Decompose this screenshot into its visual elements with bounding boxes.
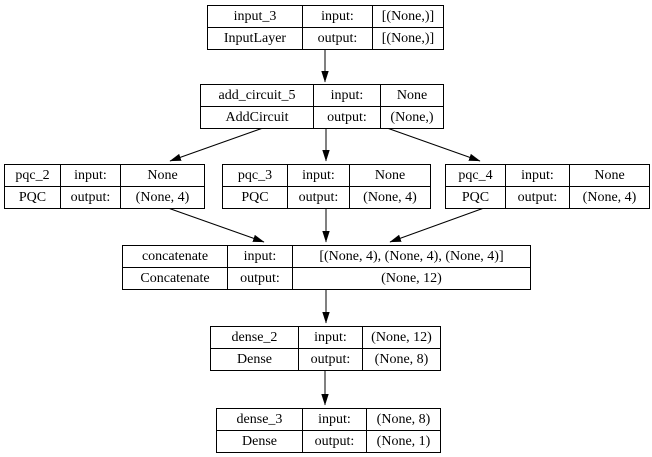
edge-pqc_2-concatenate: [167, 207, 265, 243]
input-label-cell: input:: [60, 164, 121, 187]
input-shape-cell: None: [349, 164, 431, 187]
layer-class-cell: Dense: [216, 430, 303, 453]
output-shape-cell: [(None,)]: [372, 27, 444, 50]
output-shape-cell: (None, 12): [292, 267, 531, 290]
node-pqc_2: pqc_2 input: None PQC output: (None, 4): [4, 164, 205, 209]
edge-add_circuit_5-pqc_2: [169, 127, 264, 162]
input-label-cell: input:: [227, 245, 293, 268]
node-dense_3: dense_3 input: (None, 8) Dense output: (…: [216, 408, 441, 453]
node-concatenate: concatenate input: [(None, 4), (None, 4)…: [122, 245, 531, 290]
layer-name-cell: input_3: [207, 5, 303, 28]
layer-class-cell: InputLayer: [207, 27, 303, 50]
output-shape-cell: (None, 4): [349, 186, 431, 209]
layer-name-cell: pqc_4: [445, 164, 506, 187]
output-label-cell: output:: [302, 430, 367, 453]
output-label-cell: output:: [505, 186, 570, 209]
output-shape-cell: (None, 4): [120, 186, 205, 209]
input-shape-cell: [(None, 4), (None, 4), (None, 4)]: [292, 245, 531, 268]
layer-class-cell: PQC: [445, 186, 506, 209]
edge-pqc_4-concatenate: [389, 207, 485, 243]
input-label-cell: input:: [287, 164, 350, 187]
layer-name-cell: dense_2: [210, 326, 299, 349]
input-label-cell: input:: [302, 408, 367, 431]
input-label-cell: input:: [302, 5, 373, 28]
output-label-cell: output:: [60, 186, 121, 209]
node-input_3: input_3 input: [(None,)] InputLayer outp…: [207, 5, 444, 50]
input-shape-cell: None: [380, 84, 444, 107]
layer-class-cell: Dense: [210, 348, 299, 371]
input-label-cell: input:: [298, 326, 363, 349]
node-pqc_3: pqc_3 input: None PQC output: (None, 4): [222, 164, 431, 209]
layer-name-cell: pqc_3: [222, 164, 288, 187]
output-label-cell: output:: [287, 186, 350, 209]
output-shape-cell: (None, 1): [366, 430, 441, 453]
node-add_circuit_5: add_circuit_5 input: None AddCircuit out…: [200, 84, 444, 129]
layer-class-cell: Concatenate: [122, 267, 228, 290]
input-shape-cell: None: [120, 164, 205, 187]
output-label-cell: output:: [298, 348, 363, 371]
input-shape-cell: (None, 12): [362, 326, 441, 349]
output-label-cell: output:: [227, 267, 293, 290]
node-pqc_4: pqc_4 input: None PQC output: (None, 4): [445, 164, 650, 209]
layer-class-cell: PQC: [222, 186, 288, 209]
layer-name-cell: dense_3: [216, 408, 303, 431]
output-shape-cell: (None,): [380, 106, 444, 129]
node-dense_2: dense_2 input: (None, 12) Dense output: …: [210, 326, 441, 371]
input-label-cell: input:: [505, 164, 570, 187]
output-label-cell: output:: [302, 27, 373, 50]
output-label-cell: output:: [313, 106, 381, 129]
layer-name-cell: concatenate: [122, 245, 228, 268]
input-shape-cell: [(None,)]: [372, 5, 444, 28]
layer-class-cell: AddCircuit: [200, 106, 314, 129]
layer-class-cell: PQC: [4, 186, 61, 209]
edge-add_circuit_5-pqc_4: [386, 127, 481, 162]
input-shape-cell: None: [569, 164, 650, 187]
layer-name-cell: pqc_2: [4, 164, 61, 187]
output-shape-cell: (None, 8): [362, 348, 441, 371]
layer-name-cell: add_circuit_5: [200, 84, 314, 107]
input-shape-cell: (None, 8): [366, 408, 441, 431]
output-shape-cell: (None, 4): [569, 186, 650, 209]
input-label-cell: input:: [313, 84, 381, 107]
